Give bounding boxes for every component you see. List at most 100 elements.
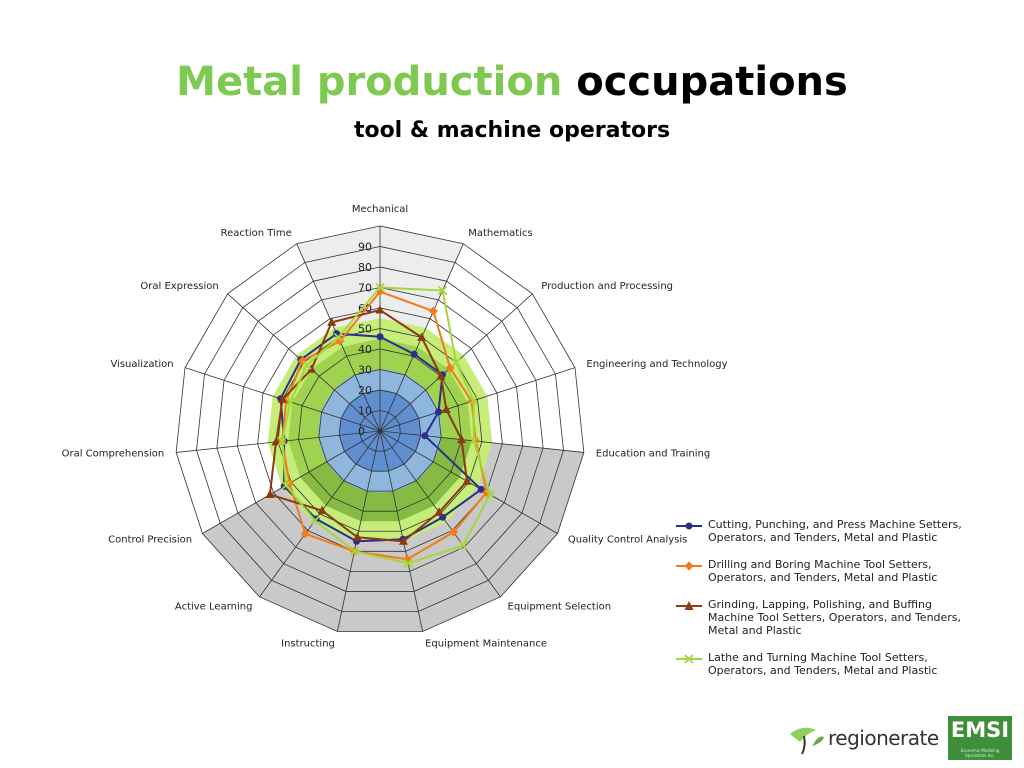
data-point [436,371,446,380]
legend-swatch [676,522,702,530]
data-point [300,529,310,539]
slide-subtitle: tool & machine operators [353,118,671,143]
radar-grid-ring [175,225,585,632]
legend-item: Lathe and Turning Machine Tool Setters, … [676,651,976,677]
data-point [376,333,384,341]
data-point [285,397,295,407]
data-point [437,285,448,296]
legend-label: Drilling and Boring Machine Tool Setters… [708,558,938,584]
data-point [333,332,343,342]
legend-swatch [676,561,702,571]
legend-swatch [676,601,702,610]
data-point [441,404,451,413]
data-point [265,489,275,499]
axis-label: Mechanical [352,204,408,215]
data-point [310,515,320,526]
data-point [434,408,442,416]
series-line [281,290,488,561]
radar-grid-ring [257,307,503,552]
regionerate-logo: regionerate [786,720,939,756]
legend-label: Cutting, Punching, and Press Machine Set… [708,518,962,544]
axis-label: Visualization [110,359,173,370]
data-point [417,332,427,341]
title-black-part: occupations [576,59,848,105]
axis-label: Education and Training [596,449,710,460]
axis-label: Production and Processing [541,281,673,292]
radar-spoke [379,430,424,632]
axis-label: Oral Expression [140,281,218,292]
data-point [327,317,337,326]
legend-swatch [676,654,702,664]
radar-grid-ring [318,369,442,492]
emsi-tagline: Economic Modeling Specialists Inc. [960,748,1000,758]
axis-label: Active Learning [175,602,253,613]
data-point [278,394,288,403]
data-point [271,436,281,446]
legend-item: Grinding, Lapping, Polishing, and Buffin… [676,598,976,637]
regionerate-wordmark: regionerate [828,726,939,750]
data-point [281,480,291,490]
legend-label: Grinding, Lapping, Polishing, and Buffin… [708,598,962,637]
tick-label: 50 [358,323,372,336]
data-point [462,476,472,485]
tick-label: 70 [358,282,372,295]
radar-spoke [336,430,381,632]
radar-grid-ring [359,410,401,452]
axis-label: Equipment Selection [508,602,612,613]
series-line [279,332,483,543]
data-point [421,432,429,440]
tick-label: 0 [358,425,365,438]
data-point [410,350,418,358]
data-point [352,532,362,541]
legend-item: Drilling and Boring Machine Tool Setters… [676,558,976,584]
radar-spoke [379,430,584,453]
legend-item: Cutting, Punching, and Press Machine Set… [676,518,976,544]
radar-grid-ring [216,266,544,592]
emsi-wordmark: EMSI [950,718,1010,742]
data-point [428,306,438,316]
data-point [434,507,444,516]
axis-label: Control Precision [108,535,192,546]
data-point [375,282,385,293]
title-green-part: Metal production [176,59,563,105]
data-point [469,436,479,446]
tick-label: 30 [358,364,372,377]
data-point [449,527,459,537]
data-point [458,540,468,551]
axis-label: Equipment Maintenance [425,638,547,649]
radar-grid-ring [196,246,564,612]
axis-label: Quality Control Analysis [568,535,687,546]
data-point [349,546,360,556]
data-point [403,558,413,568]
slide-title: Metal production occupations [0,56,1024,108]
radar-grid-ring [277,328,483,532]
data-point [398,536,408,545]
tick-label: 10 [358,405,372,418]
data-point [457,434,467,444]
data-point [333,330,341,338]
axis-label: Mathematics [468,228,532,239]
radar-grid-ring [338,389,422,472]
radar-grid-ring [236,287,524,572]
series-line [268,308,469,543]
tick-label: 80 [358,261,372,274]
tick-label: 20 [358,384,372,397]
data-point [451,357,461,368]
data-point [277,436,287,446]
chart-legend: Cutting, Punching, and Press Machine Set… [676,518,976,691]
tick-label: 40 [358,343,372,356]
axis-label: Oral Comprehension [62,449,165,460]
axis-label: Engineering and Technology [586,359,727,370]
axis-label: Reaction Time [221,228,292,239]
data-point [477,485,485,493]
emsi-logo: EMSI Economic Modeling Specialists Inc. [948,716,1012,760]
data-point [468,395,479,406]
data-point [485,489,495,500]
data-point [375,305,385,314]
tick-label: 90 [358,241,372,254]
data-point [317,505,327,515]
regionerate-leaf-icon [790,727,824,755]
radar-grid-ring [298,348,462,512]
data-point [302,360,312,370]
